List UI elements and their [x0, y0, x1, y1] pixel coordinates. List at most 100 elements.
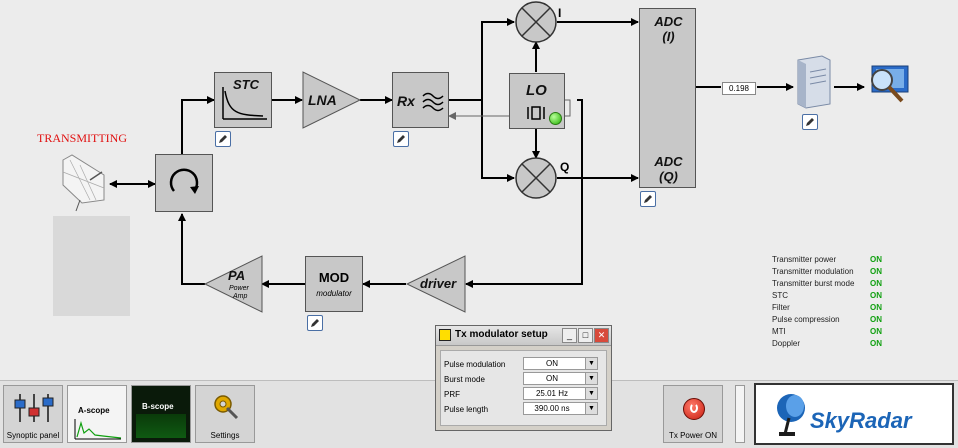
pencil-icon	[219, 135, 227, 143]
mixer-q	[515, 157, 557, 199]
lo-block: LO	[509, 73, 565, 129]
gear-wrench-icon	[214, 395, 239, 420]
pa-sublabel-2: Amp	[233, 293, 248, 300]
adc-value-readout: 0.198	[722, 82, 756, 95]
stc-curve-icon	[222, 87, 267, 120]
adc-q-label-bottom: (Q)	[659, 169, 678, 184]
pa-block	[203, 255, 263, 313]
burst-mode-row: Burst mode ON ▼	[442, 372, 600, 386]
pulse-length-select[interactable]: 390.00 ns	[523, 402, 593, 415]
pencil-icon	[806, 118, 814, 126]
dialog-title: Tx modulator setup	[455, 329, 548, 340]
crystal-icon	[527, 106, 545, 120]
chevron-down-icon[interactable]: ▼	[585, 402, 598, 415]
tx-power-label: Tx Power ON	[668, 431, 717, 440]
stc-label: STC	[233, 77, 259, 92]
lna-block	[302, 71, 362, 129]
adc-i-label-bottom: (I)	[662, 29, 675, 44]
pulse-modulation-row: Pulse modulation ON ▼	[442, 357, 600, 371]
pa-label: PA	[228, 268, 246, 283]
ascope-button[interactable]: A-scope	[67, 385, 127, 443]
modulator-block: MOD modulator	[305, 256, 363, 312]
chevron-down-icon[interactable]: ▼	[585, 372, 598, 385]
adc-i-label-top: ADC	[654, 14, 683, 29]
synoptic-icon	[14, 394, 54, 422]
driver-label: driver	[420, 276, 457, 291]
antenna-icon	[62, 154, 105, 212]
skyradar-logo-text: SkyRadar	[810, 408, 912, 433]
minimize-icon[interactable]: _	[562, 328, 577, 343]
power-symbol	[690, 403, 698, 413]
mod-sublabel: modulator	[316, 289, 352, 298]
adc-q-label-top: ADC	[654, 154, 683, 169]
ascope-thumb-label: A-scope	[78, 406, 110, 415]
server-icon	[797, 55, 831, 109]
settings-label: Settings	[210, 431, 240, 440]
filter-wave-icon	[422, 92, 444, 112]
circulator-icon	[169, 168, 199, 194]
vertical-slider-track[interactable]	[735, 385, 745, 443]
mixer-q-label: Q	[560, 160, 570, 174]
pulse-length-row: Pulse length 390.00 ns ▼	[442, 402, 600, 416]
stc-edit-button[interactable]	[215, 131, 231, 147]
burst-mode-label: Burst mode	[444, 375, 485, 384]
burst-mode-select[interactable]: ON	[523, 372, 593, 385]
app-icon	[439, 329, 451, 341]
synoptic-panel-label: Synoptic panel	[6, 431, 60, 440]
transmitting-status: TRANSMITTING	[37, 131, 127, 145]
maximize-icon[interactable]: □	[578, 328, 593, 343]
prf-row: PRF 25.01 Hz ▼	[442, 387, 600, 401]
pencil-icon	[311, 319, 319, 327]
rx-filter-block: Rx	[392, 72, 449, 128]
mod-label: MOD	[318, 270, 350, 285]
settings-button[interactable]: Settings	[195, 385, 255, 443]
rx-label: Rx	[397, 93, 415, 109]
modulator-edit-button[interactable]	[307, 315, 323, 331]
bscope-thumb-label: B-scope	[142, 402, 174, 411]
synoptic-panel-button[interactable]: Synoptic panel	[3, 385, 63, 443]
magnifier-monitor-icon	[871, 65, 909, 103]
skyradar-logo-box	[754, 383, 954, 445]
prf-select[interactable]: 25.01 Hz	[523, 387, 593, 400]
pencil-icon	[397, 135, 405, 143]
adc-block: ADC (I) ADC (Q)	[639, 8, 696, 188]
adc-edit-button[interactable]	[640, 191, 656, 207]
pencil-icon	[644, 195, 652, 203]
pulse-modulation-select[interactable]: ON	[523, 357, 593, 370]
lo-label: LO	[526, 82, 547, 99]
mixer-i-label: I	[558, 6, 562, 20]
chevron-down-icon[interactable]: ▼	[585, 387, 598, 400]
server-edit-button[interactable]	[802, 114, 818, 130]
tx-power-button[interactable]: Tx Power ON	[663, 385, 723, 443]
rx-edit-button[interactable]	[393, 131, 409, 147]
signal-wiring	[62, 1, 909, 313]
bscope-button[interactable]: B-scope	[131, 385, 191, 443]
close-icon[interactable]: ✕	[594, 328, 609, 343]
driver-block	[405, 255, 466, 313]
pulse-length-label: Pulse length	[444, 405, 489, 414]
tx-modulator-dialog: Tx modulator setup _ □ ✕ Pulse modulatio…	[435, 325, 612, 431]
chevron-down-icon[interactable]: ▼	[585, 357, 598, 370]
transmitter-panel	[53, 216, 130, 316]
radar-dish-logo-icon	[777, 394, 805, 436]
mixer-i	[515, 1, 557, 43]
lo-status-led	[549, 112, 562, 125]
stc-block: STC	[214, 72, 272, 128]
lna-label: LNA	[308, 92, 337, 108]
dialog-titlebar[interactable]: Tx modulator setup _ □ ✕	[436, 326, 611, 346]
pa-sublabel-1: Power	[229, 285, 249, 292]
pulse-modulation-label: Pulse modulation	[444, 360, 506, 369]
bscope-display	[136, 414, 186, 438]
circulator-block	[155, 154, 213, 212]
ascope-waveform-icon	[74, 419, 122, 440]
prf-label: PRF	[444, 390, 460, 399]
